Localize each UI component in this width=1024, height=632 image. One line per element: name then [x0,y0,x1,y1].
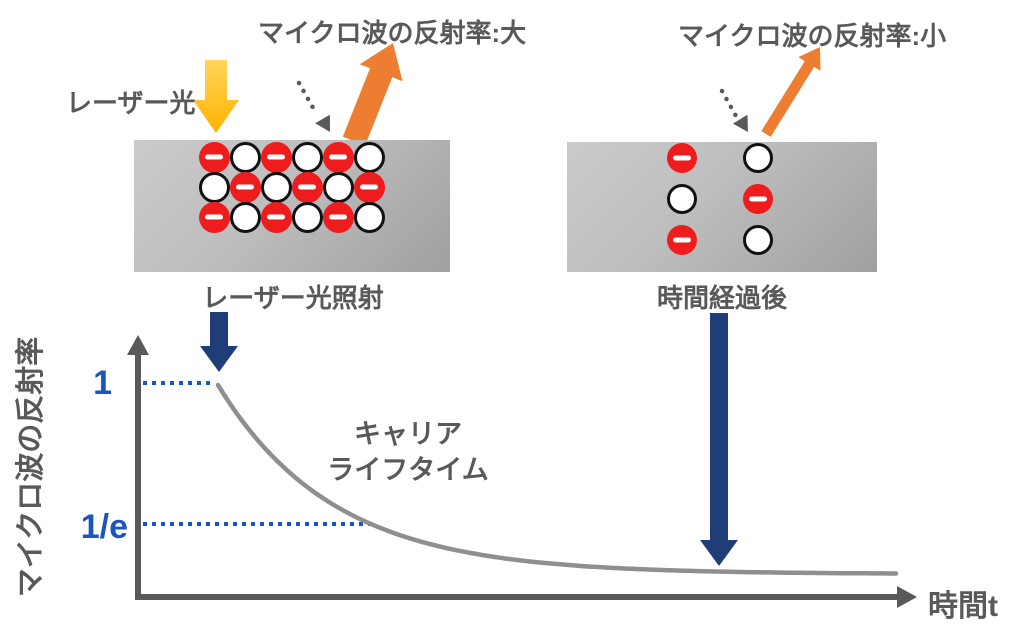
carrier-lifetime-annotation-line1: キャリア [354,419,462,449]
reflectance-decay-curve [215,382,899,576]
hole-carrier-icon [353,141,385,173]
hole-carrier-icon [743,143,773,173]
electron-carrier-icon [353,171,385,203]
hole-carrier-icon [353,201,385,233]
electron-carrier-icon [260,201,292,233]
sample-after-laser [134,140,450,272]
laser-arrow-icon [193,60,239,133]
hole-carrier-icon [229,141,261,173]
left-sample-caption: レーザー光照射 [202,283,384,313]
hole-carrier-icon [291,201,323,233]
electron-carrier-icon [667,143,697,173]
sample-after-time [567,142,877,272]
x-axis-arrowhead [897,586,917,608]
hole-carrier-icon [229,201,261,233]
right-reflectance-title: マイクロ波の反射率:小 [678,21,947,51]
incident-microwave-dotted-line-right [719,88,739,119]
electron-carrier-icon [260,141,292,173]
right-sample-to-curve-arrow [700,313,738,566]
reflected-microwave-arrow-small [761,47,821,137]
y-axis-label: マイクロ波の反射率 [15,336,47,598]
y-tick-1: 1 [93,364,112,402]
electron-carrier-icon [667,225,697,255]
incident-microwave-dotted-line-left [296,80,319,116]
x-axis-label: 時間t [928,590,998,623]
electron-carrier-icon [743,184,773,214]
laser-light-label: レーザー光 [66,88,196,118]
hole-carrier-icon [198,171,230,203]
reflected-microwave-arrow-large [342,43,403,146]
electron-carrier-icon [291,171,323,203]
hole-carrier-icon [260,171,292,203]
electron-carrier-icon [322,201,354,233]
electron-carrier-icon [198,141,230,173]
electron-carrier-icon [229,171,261,203]
hole-carrier-icon [743,225,773,255]
hole-carrier-icon [291,141,323,173]
left-sample-to-curve-arrow [200,312,238,372]
right-sample-caption: 時間経過後 [656,283,788,313]
electron-carrier-icon [322,141,354,173]
y-axis-arrowhead [127,335,149,355]
left-reflectance-title: マイクロ波の反射率:大 [258,18,527,48]
y-tick-1-over-e: 1/e [80,508,128,546]
carrier-lifetime-annotation-line2: ライフタイム [327,455,489,485]
hole-carrier-icon [667,184,697,214]
electron-carrier-icon [198,201,230,233]
incident-microwave-arrowhead-right [732,114,748,132]
incident-microwave-arrowhead-left [315,114,330,132]
hole-carrier-icon [322,171,354,203]
